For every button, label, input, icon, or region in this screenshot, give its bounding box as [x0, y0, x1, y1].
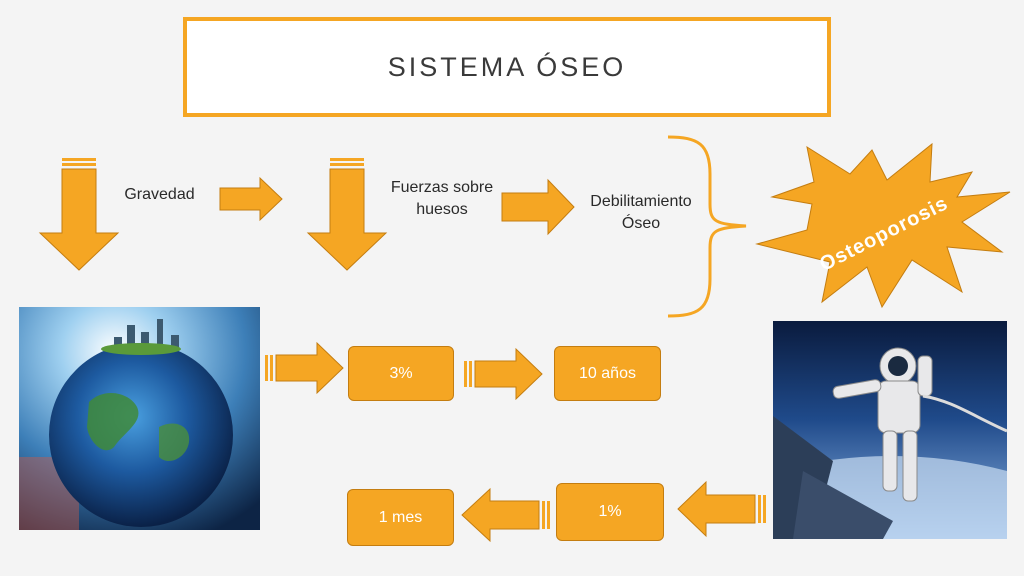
earth-percent-box: 3%: [348, 346, 454, 401]
down-arrow-forces: [306, 158, 388, 271]
right-arrow-to-3pct: [265, 341, 344, 395]
forces-label-line2: huesos: [416, 201, 468, 218]
weakening-label-line1: Debilitamiento: [590, 193, 692, 210]
right-arrow-to-10-years: [464, 347, 543, 401]
space-time-box: 1 mes: [347, 489, 454, 546]
earth-globe-city-image: [19, 307, 260, 530]
right-arrow-1: [219, 176, 283, 222]
gravity-label: Gravedad: [124, 186, 195, 203]
title-box: SISTEMA ÓSEO: [183, 17, 831, 117]
earth-time-value: 10 años: [579, 364, 636, 382]
page-title: SISTEMA ÓSEO: [387, 51, 627, 82]
forces-label-line1: Fuerzas sobre: [390, 179, 494, 196]
space-percent-box: 1%: [556, 483, 664, 541]
weakening-label: Debilitamiento Óseo: [577, 191, 705, 235]
left-arrow-to-1-month: [461, 487, 550, 543]
earth-percent-value: 3%: [389, 364, 413, 382]
curly-brace: [667, 135, 747, 318]
astronaut-spacewalk-image: [773, 321, 1008, 539]
weakening-label-line2: Óseo: [621, 215, 661, 232]
earth-time-box: 10 años: [554, 346, 661, 401]
down-arrow-gravity: [38, 158, 120, 271]
forces-label: Fuerzas sobre huesos: [382, 177, 502, 221]
osteoporosis-starburst: Osteoporosis: [755, 142, 1011, 309]
space-percent-value: 1%: [598, 503, 622, 520]
space-time-value: 1 mes: [378, 508, 423, 526]
left-arrow-to-1pct: [677, 480, 766, 538]
right-arrow-2: [501, 178, 575, 236]
